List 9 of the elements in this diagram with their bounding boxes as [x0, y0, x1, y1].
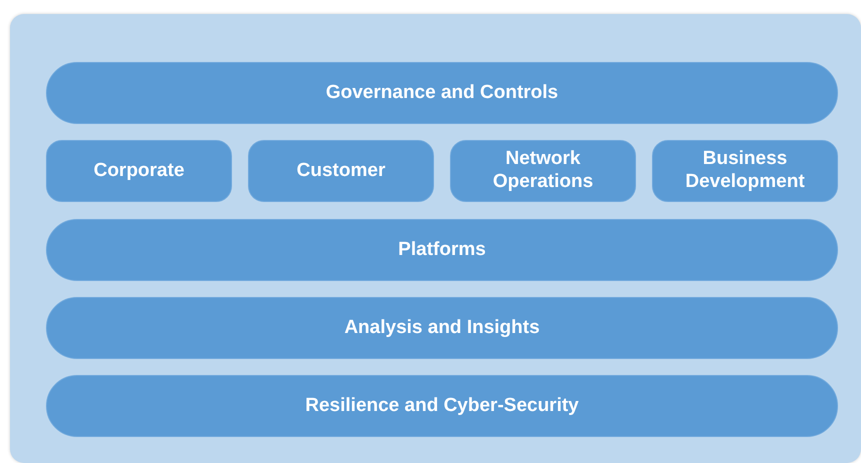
- layer-band: Analysis and Insights: [46, 297, 838, 359]
- layer-panel: [10, 14, 861, 463]
- domain-box: Business Development: [652, 140, 838, 202]
- domain-box: Customer: [248, 140, 434, 202]
- domain-box: Network Operations: [450, 140, 636, 202]
- layer-band: Platforms: [46, 219, 838, 281]
- layer-band: Governance and Controls: [46, 62, 838, 124]
- layer-band: Resilience and Cyber-Security: [46, 375, 838, 437]
- domain-box: Corporate: [46, 140, 232, 202]
